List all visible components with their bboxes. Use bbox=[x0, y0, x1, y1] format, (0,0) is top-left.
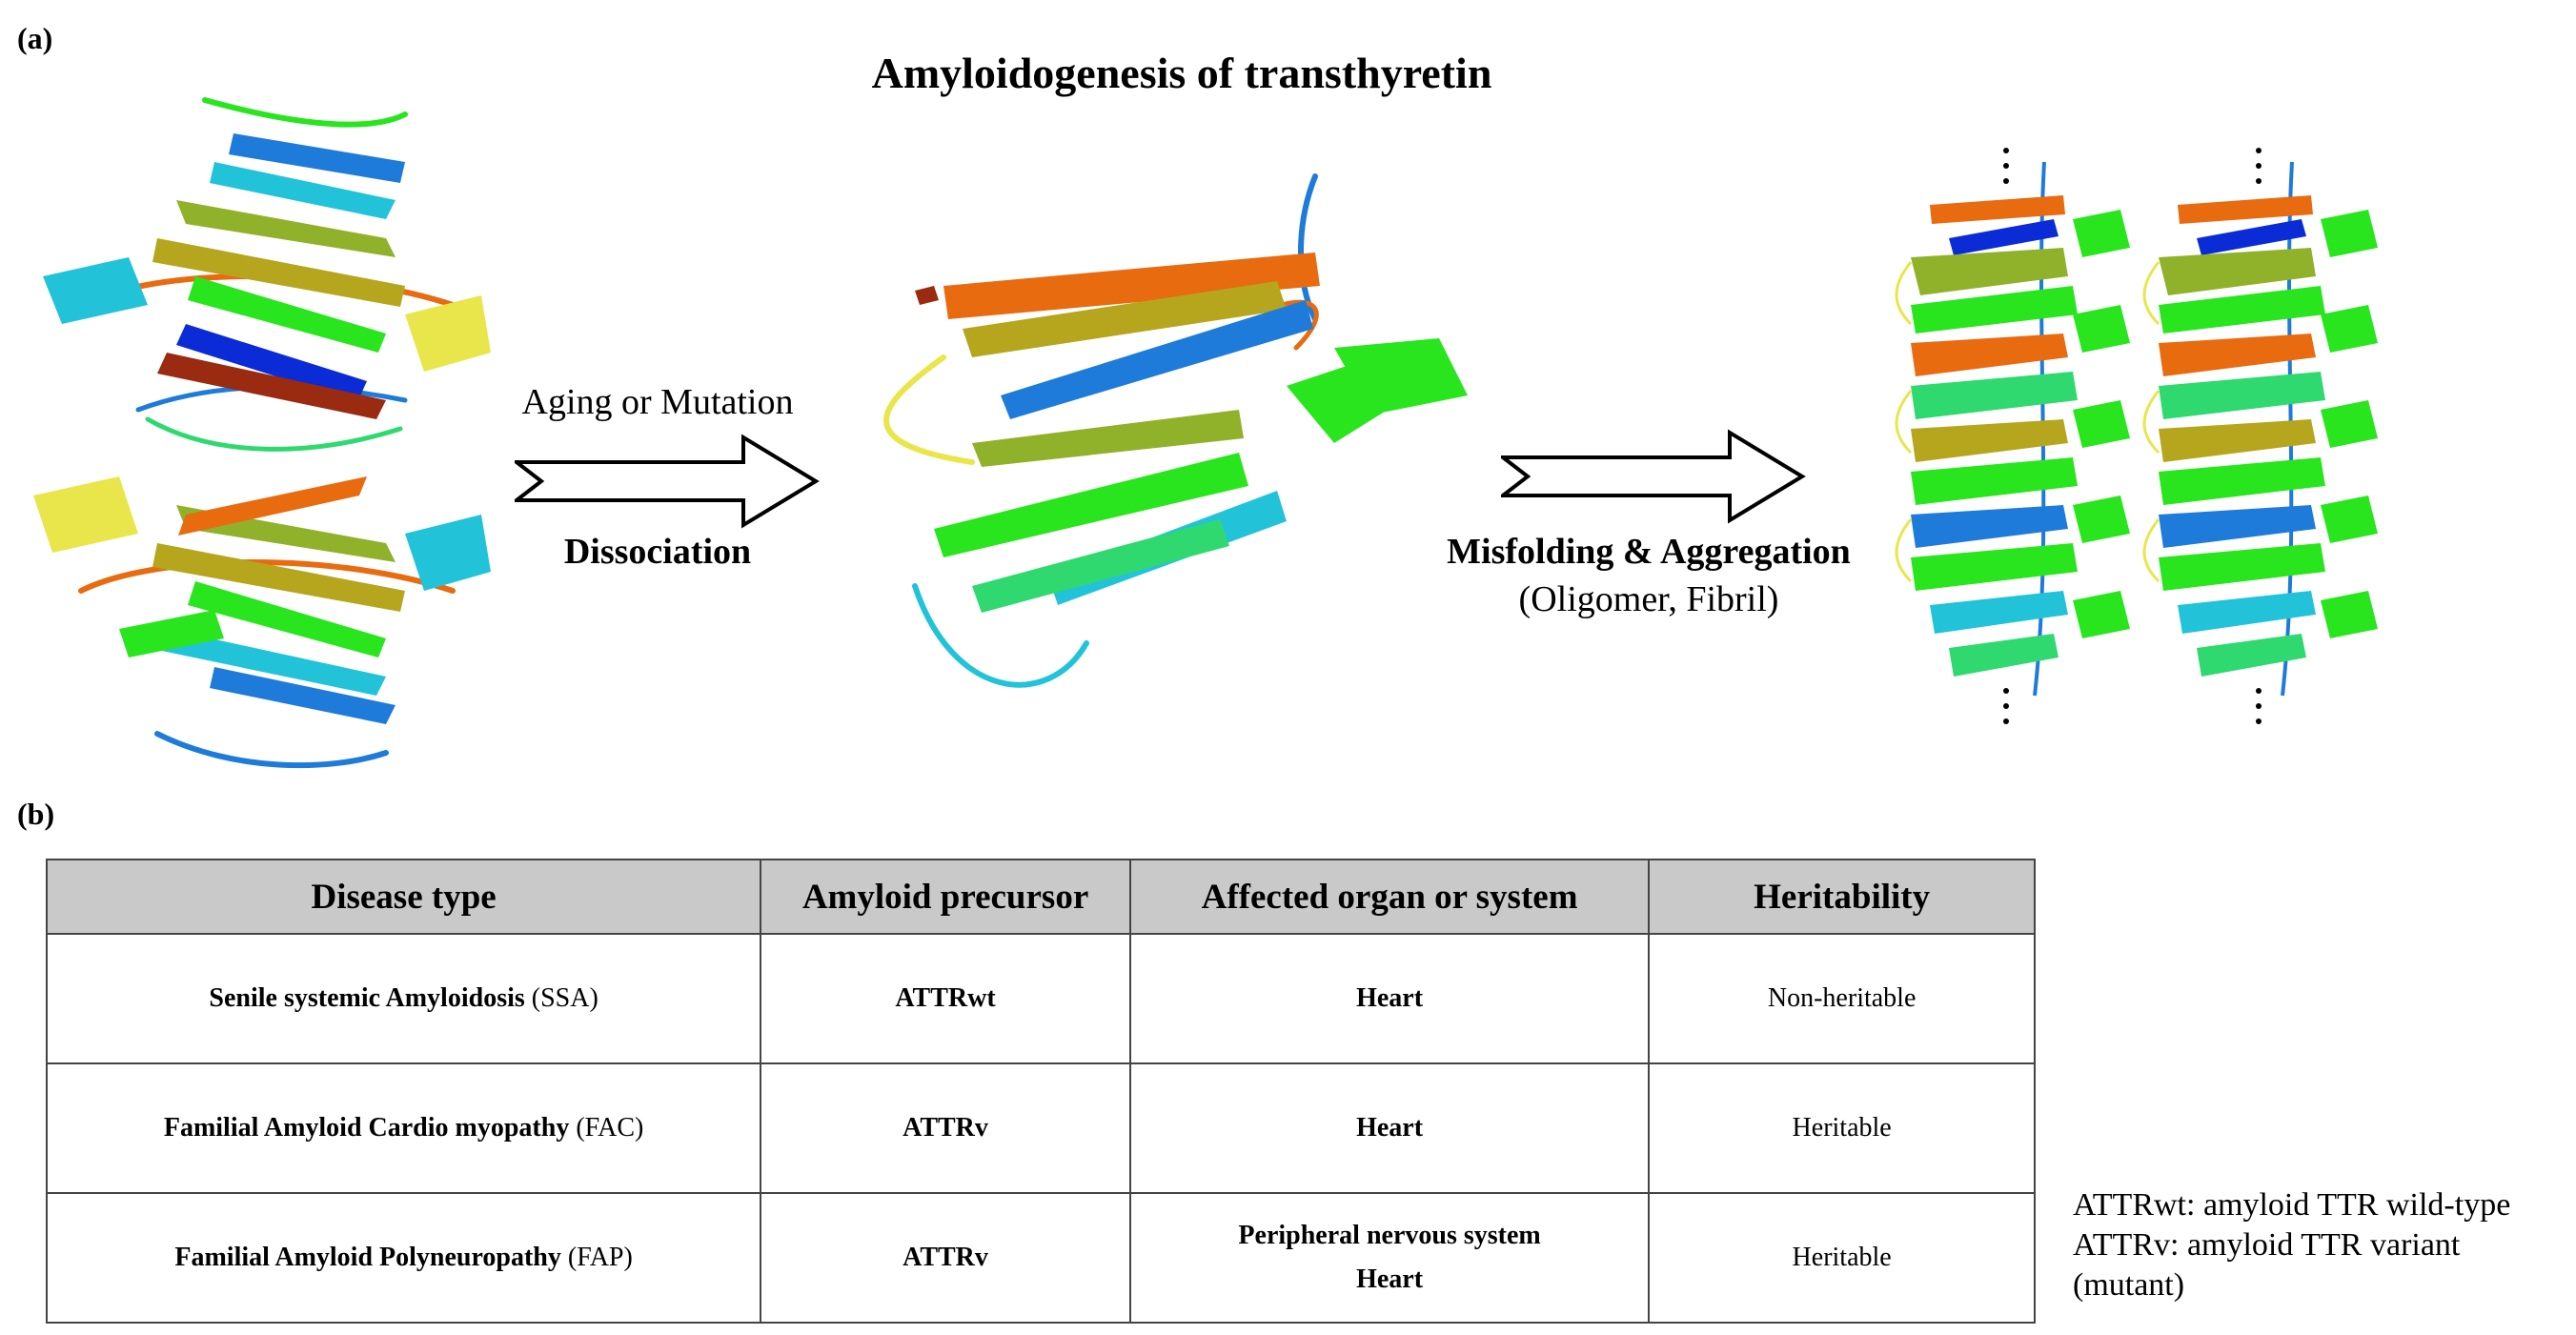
dissociation-arrow-icon bbox=[515, 434, 820, 529]
table-row: Familial Amyloid Cardio myopathy (FAC) A… bbox=[45, 1062, 2036, 1194]
column-header-amyloid-precursor: Amyloid precursor bbox=[760, 859, 1131, 935]
disease-cell: Senile systemic Amyloidosis (SSA) bbox=[45, 933, 762, 1064]
organ-cell: Heart bbox=[1128, 1062, 1651, 1194]
organ-line: Heart bbox=[1356, 1264, 1424, 1294]
disease-name: Senile systemic Amyloidosis bbox=[209, 983, 525, 1013]
panel-a-label: (a) bbox=[17, 21, 53, 55]
precursor-cell: ATTRv bbox=[760, 1062, 1131, 1194]
legend-line: ATTRv: amyloid TTR variant bbox=[2073, 1227, 2461, 1263]
heritability-cell: Non-heritable bbox=[1648, 933, 2036, 1064]
fibril-structure-image bbox=[1895, 148, 2378, 724]
column-header-affected-organ: Affected organ or system bbox=[1128, 859, 1651, 935]
heritability-cell: Heritable bbox=[1648, 1062, 2036, 1194]
disease-name: Familial Amyloid Polyneuropathy bbox=[174, 1243, 561, 1272]
arrow2-bottom-label: (Oligomer, Fibril) bbox=[1518, 579, 1779, 619]
column-header-disease-type: Disease type bbox=[45, 859, 762, 935]
precursor-cell: ATTRv bbox=[760, 1192, 1131, 1324]
panel-b-label: (b) bbox=[17, 797, 55, 831]
legend-line: ATTRwt: amyloid TTR wild-type bbox=[2073, 1187, 2511, 1223]
arrow1-bottom-label: Dissociation bbox=[563, 532, 752, 572]
disease-table: Disease type Amyloid precursor Affected … bbox=[45, 859, 2036, 1324]
organ-line: Heart bbox=[1356, 1113, 1424, 1143]
disease-abbreviation: (SSA) bbox=[531, 983, 598, 1013]
aggregation-arrow-icon bbox=[1501, 429, 1806, 524]
precursor-cell: ATTRwt bbox=[760, 933, 1131, 1064]
organ-line: Peripheral nervous system bbox=[1238, 1221, 1541, 1250]
disease-abbreviation: (FAC) bbox=[576, 1113, 644, 1143]
disease-cell: Familial Amyloid Cardio myopathy (FAC) bbox=[45, 1062, 762, 1194]
arrow2-top-label: Misfolding & Aggregation bbox=[1447, 532, 1851, 572]
organ-cell: Peripheral nervous system Heart bbox=[1128, 1192, 1651, 1324]
table-header-row: Disease type Amyloid precursor Affected … bbox=[45, 859, 2036, 935]
monomer-structure-image bbox=[883, 173, 1468, 688]
column-header-heritability: Heritability bbox=[1648, 859, 2036, 935]
organ-line: Heart bbox=[1356, 983, 1424, 1013]
organ-cell: Heart bbox=[1128, 933, 1651, 1064]
legend-line: (mutant) bbox=[2073, 1267, 2185, 1303]
figure-title: Amyloidogenesis of transthyretin bbox=[871, 49, 1492, 97]
disease-name: Familial Amyloid Cardio myopathy bbox=[163, 1113, 570, 1143]
abbreviation-legend: ATTRwt: amyloid TTR wild-type ATTRv: amy… bbox=[2073, 1185, 2568, 1305]
heritability-cell: Heritable bbox=[1648, 1192, 2036, 1324]
disease-abbreviation: (FAP) bbox=[567, 1243, 633, 1272]
arrow1-top-label: Aging or Mutation bbox=[521, 382, 794, 422]
table-row: Familial Amyloid Polyneuropathy (FAP) AT… bbox=[45, 1192, 2036, 1324]
table-row: Senile systemic Amyloidosis (SSA) ATTRwt… bbox=[45, 933, 2036, 1064]
tetramer-structure-image bbox=[33, 97, 491, 769]
disease-cell: Familial Amyloid Polyneuropathy (FAP) bbox=[45, 1192, 762, 1324]
